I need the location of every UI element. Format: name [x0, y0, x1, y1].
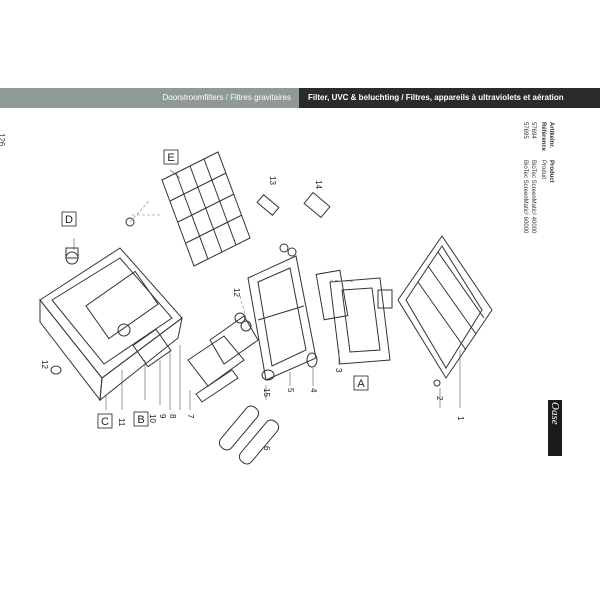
- callout-number-13: 13: [268, 176, 277, 185]
- filter-cartridge-drawing: [161, 151, 251, 267]
- number-callouts: 1 2 3 4 5 6 7 8 9 10 11 12 12 13 14 15: [40, 176, 465, 451]
- callout-number-5: 5: [286, 388, 295, 393]
- leader-lines: [129, 199, 355, 319]
- letter-callouts: A B C D E: [61, 149, 369, 429]
- callout-letter-c: C: [101, 416, 109, 428]
- header-bar-right: Filter, UVC & beluchting / Filtres, appa…: [299, 88, 600, 108]
- callout-number-1: 1: [456, 416, 465, 421]
- callout-number-3: 3: [334, 368, 343, 373]
- filter-housing-drawing: [39, 247, 183, 402]
- callout-number-2: 2: [435, 396, 444, 401]
- small-parts-drawing: [50, 191, 441, 387]
- uvc-unit-drawing: [315, 269, 393, 365]
- callout-number-12: 12: [232, 288, 241, 297]
- callout-number-4: 4: [309, 388, 318, 393]
- header-right-title: Filter, UVC & beluchting / Filtres, appa…: [308, 93, 564, 102]
- callout-letter-b: B: [137, 414, 144, 426]
- callout-number-6: 6: [262, 446, 271, 451]
- callout-lines: [73, 169, 461, 410]
- callout-box-e: [163, 149, 179, 165]
- callout-letter-e: E: [167, 152, 174, 164]
- brand-logo: Oase: [548, 400, 562, 456]
- callout-number-15: 15: [262, 388, 271, 397]
- header-left-title: Doorstroomfilters / Filtres gravitaires: [162, 93, 291, 102]
- callout-box-b: [133, 411, 149, 427]
- callout-number-11: 11: [117, 418, 126, 427]
- filter-bars-drawing: [187, 315, 259, 403]
- callout-number-12: 12: [40, 360, 49, 369]
- brush-rollers-drawing: [218, 405, 280, 465]
- callout-letter-d: D: [65, 214, 73, 226]
- header-bar-left: Doorstroomfilters / Filtres gravitaires: [0, 88, 299, 108]
- callout-box-a: [353, 375, 369, 391]
- callout-number-7: 7: [186, 414, 195, 419]
- callout-box-d: [61, 211, 77, 227]
- frame-drawing: [247, 255, 317, 381]
- callout-number-14: 14: [314, 180, 323, 189]
- callout-number-8: 8: [168, 414, 177, 419]
- callout-letter-a: A: [357, 378, 365, 390]
- callout-number-9: 9: [158, 414, 167, 419]
- callout-number-10: 10: [148, 414, 157, 423]
- cover-lid-drawing: [397, 235, 493, 379]
- callout-box-c: [97, 413, 113, 429]
